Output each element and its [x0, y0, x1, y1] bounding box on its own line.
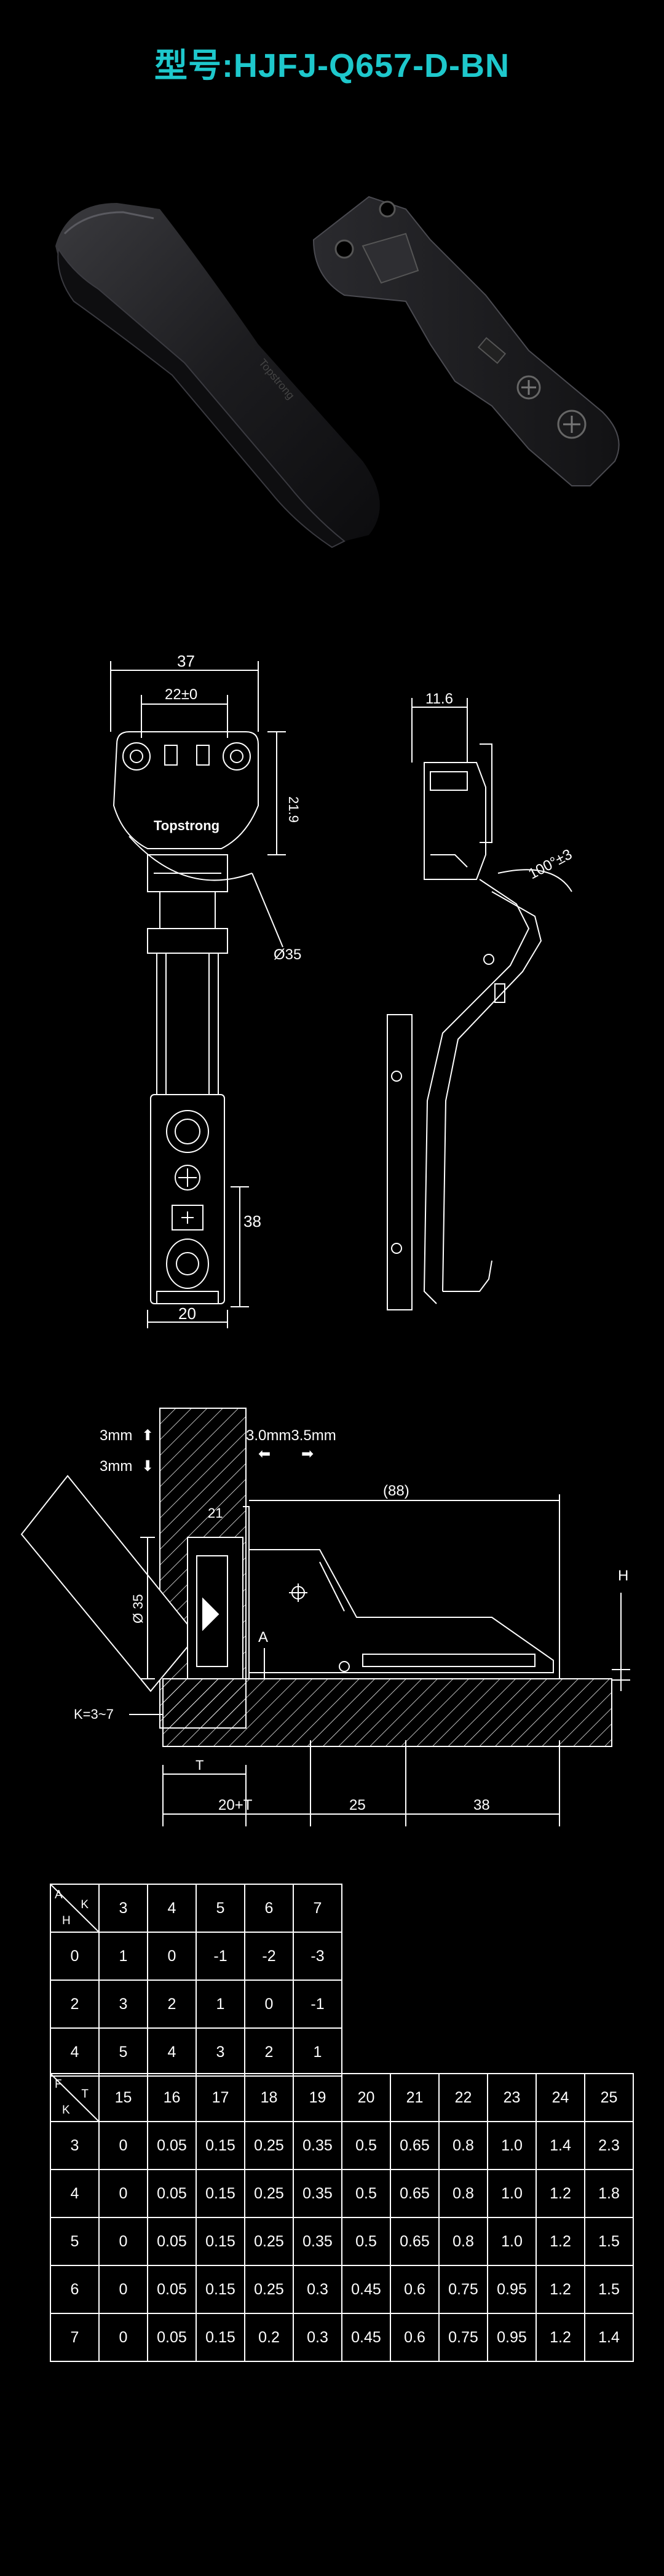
- table1-header: 7: [293, 1884, 342, 1933]
- table-row: 7 0 0.05 0.15 0.2 0.3 0.45 0.6 0.75 0.95…: [50, 2313, 634, 2362]
- table1-corner: A K H: [50, 1884, 100, 1933]
- dim-20t: 20+T: [218, 1797, 253, 1813]
- dim-base: 20: [178, 1304, 196, 1323]
- arrow-right-icon: ➡: [301, 1446, 314, 1462]
- dim-cup-depth: 21.9: [286, 796, 301, 823]
- table-row: 4 5 4 3 2 1: [50, 2027, 342, 2077]
- dim-width: 37: [177, 652, 195, 670]
- adjustment-table-a: A K H 3 4 5 6 7 0 1 0 -1 -2 -3 2 3 2 1 0…: [50, 1884, 342, 2077]
- adjustment-table-f: F T K 15 16 17 18 19 20 21 22 23 24 25 3…: [50, 2073, 634, 2362]
- dim-35: Ø 35: [130, 1594, 146, 1623]
- table2-header: 16: [147, 2073, 197, 2122]
- table2-header: 22: [438, 2073, 488, 2122]
- label-t: T: [196, 1758, 204, 1773]
- label-a: A: [258, 1629, 268, 1646]
- table2-header: 24: [536, 2073, 585, 2122]
- table1-header: 6: [244, 1884, 294, 1933]
- table2-header: 23: [487, 2073, 537, 2122]
- arrow-up-icon: ⬆: [141, 1427, 154, 1444]
- table2-header: 21: [390, 2073, 440, 2122]
- table2-corner: F T K: [50, 2073, 100, 2122]
- label-k: K=3~7: [74, 1706, 114, 1722]
- vertical-up-label: 3mm: [100, 1427, 132, 1444]
- dim-cup-dia: Ø35: [274, 946, 301, 963]
- table2-header: 20: [341, 2073, 391, 2122]
- front-view-drawing: 37 22±0 Topstrong 21.9 Ø35 38 20: [110, 652, 301, 1328]
- brand-mark-drawing: Topstrong: [154, 818, 219, 833]
- installation-drawing: 3mm ⬆ 3mm ⬇ 3.0mm3.5mm ⬅ ➡ (88) 21 Ø 35 …: [20, 1408, 630, 1826]
- screw-hole: [379, 200, 396, 218]
- arrow-down-icon: ⬇: [141, 1458, 154, 1475]
- screw-hole: [334, 239, 354, 259]
- table1-header: 4: [147, 1884, 197, 1933]
- depth-adjust-label: 3.0mm3.5mm: [246, 1427, 336, 1444]
- dim-holes: 22±0: [165, 686, 197, 703]
- dim-25: 25: [349, 1797, 366, 1813]
- table2-header: 25: [584, 2073, 634, 2122]
- vertical-down-label: 3mm: [100, 1458, 132, 1475]
- product-photos: Topstrong: [55, 196, 620, 549]
- page-title: 型号:HJFJ-Q657-D-BN: [154, 47, 510, 84]
- dim-21: 21: [208, 1505, 223, 1521]
- table-row: 2 3 2 1 0 -1: [50, 1980, 342, 2029]
- table-row: 0 1 0 -1 -2 -3: [50, 1932, 342, 1981]
- table-row: 5 0 0.05 0.15 0.25 0.35 0.5 0.65 0.8 1.0…: [50, 2217, 634, 2266]
- table2-header: 15: [98, 2073, 148, 2122]
- dim-top: 11.6: [425, 691, 453, 707]
- table2-header: 19: [293, 2073, 342, 2122]
- dim-angle: 100°±3: [526, 846, 575, 883]
- table1-header: 5: [196, 1884, 245, 1933]
- dim-38b: 38: [473, 1797, 490, 1813]
- table-row: 3 0 0.05 0.15 0.25 0.35 0.5 0.65 0.8 1.0…: [50, 2121, 634, 2170]
- table2-header: 18: [244, 2073, 294, 2122]
- table-row: 6 0 0.05 0.15 0.25 0.3 0.45 0.6 0.75 0.9…: [50, 2265, 634, 2314]
- arrow-left-icon: ⬅: [258, 1446, 271, 1462]
- dim-88: (88): [383, 1483, 409, 1499]
- table2-header: 17: [196, 2073, 245, 2122]
- label-h: H: [618, 1567, 628, 1584]
- table-row: 4 0 0.05 0.15 0.25 0.35 0.5 0.65 0.8 1.0…: [50, 2169, 634, 2218]
- table1-header: 3: [98, 1884, 148, 1933]
- side-view-drawing: 11.6 100°±3: [387, 691, 575, 1310]
- dim-arm: 38: [243, 1212, 261, 1231]
- hinge-mechanism-photo: [312, 196, 620, 486]
